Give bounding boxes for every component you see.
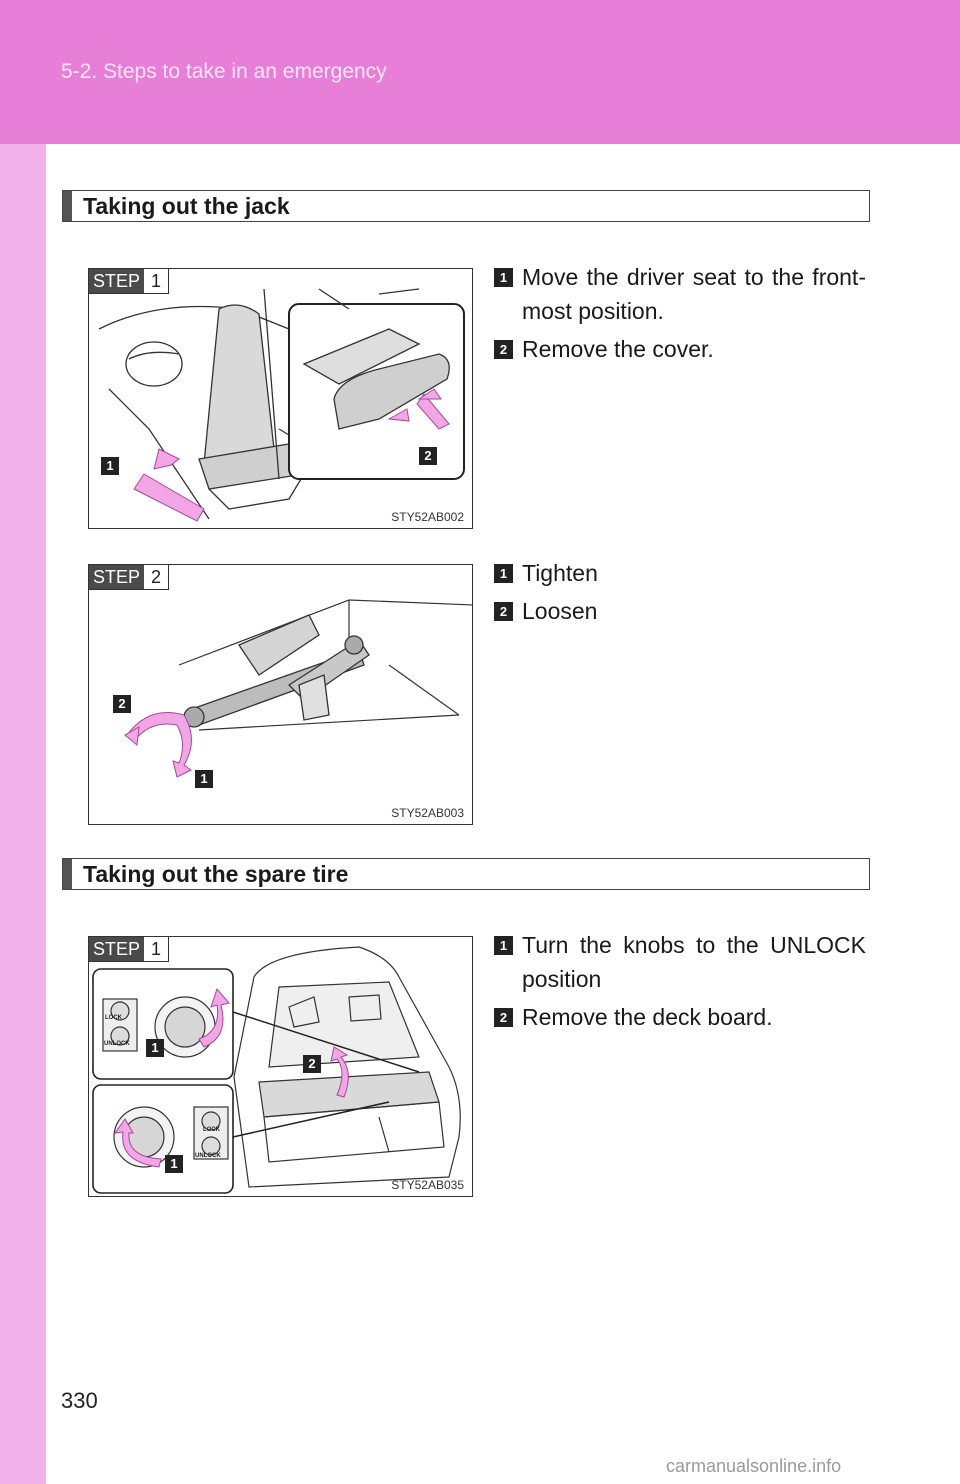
- callout-2: 2: [113, 695, 131, 713]
- step-tag: STEP 1: [89, 937, 170, 962]
- instruction-item: 1 Turn the knobs to the UNLOCK position: [494, 928, 866, 996]
- unlock-label: UNLOCK: [195, 1153, 221, 1159]
- lock-label: LOCK: [105, 1015, 122, 1021]
- callout-1: 1: [165, 1155, 183, 1173]
- instruction-item: 2 Remove the deck board.: [494, 1000, 866, 1034]
- sidebar-tab: [0, 144, 46, 1484]
- callout-2: 2: [303, 1055, 321, 1073]
- lock-label: LOCK: [203, 1127, 220, 1133]
- figure-jack: STEP 2 2 1 STY52AB003: [88, 564, 473, 825]
- unlock-label: UNLOCK: [104, 1041, 130, 1047]
- page-header: 5-2. Steps to take in an emergency: [0, 0, 960, 144]
- step-tag: STEP 2: [89, 565, 170, 590]
- figure-driver-seat: STEP 1 1 2 STY52AB002: [88, 268, 473, 529]
- figure-code: STY52AB002: [391, 510, 464, 524]
- title-bar: [63, 859, 72, 889]
- callout-1: 1: [146, 1039, 164, 1057]
- driver-seat-illustration: [98, 288, 465, 522]
- section-title-text: Taking out the spare tire: [83, 861, 349, 887]
- instruction-item: 1 Move the driver seat to the front-most…: [494, 260, 866, 328]
- instructions-step2: 1 Tighten 2 Loosen: [494, 556, 866, 628]
- step-tag: STEP 1: [89, 269, 170, 294]
- figure-spare-tire: STEP 1 LOCK: [88, 936, 473, 1197]
- instructions-step1: 1 Move the driver seat to the front-most…: [494, 260, 866, 366]
- page-number: 330: [61, 1388, 98, 1413]
- title-bar: [63, 191, 72, 221]
- section-breadcrumb: 5-2. Steps to take in an emergency: [61, 60, 387, 83]
- instruction-item: 1 Tighten: [494, 556, 866, 590]
- section-title-text: Taking out the jack: [83, 193, 290, 219]
- instructions-spare-tire: 1 Turn the knobs to the UNLOCK position …: [494, 928, 866, 1034]
- instruction-item: 2 Remove the cover.: [494, 332, 866, 366]
- callout-2: 2: [419, 447, 437, 465]
- section-title-jack: Taking out the jack: [62, 190, 870, 222]
- instruction-item: 2 Loosen: [494, 594, 866, 628]
- figure-code: STY52AB003: [391, 806, 464, 820]
- section-title-spare-tire: Taking out the spare tire: [62, 858, 870, 890]
- callout-1: 1: [101, 457, 119, 475]
- figure-code: STY52AB035: [391, 1178, 464, 1192]
- cargo-area-illustration: [92, 946, 461, 1194]
- callout-1: 1: [195, 770, 213, 788]
- jack-illustration: [124, 599, 472, 778]
- watermark[interactable]: carmanualsonline.info: [666, 1456, 842, 1476]
